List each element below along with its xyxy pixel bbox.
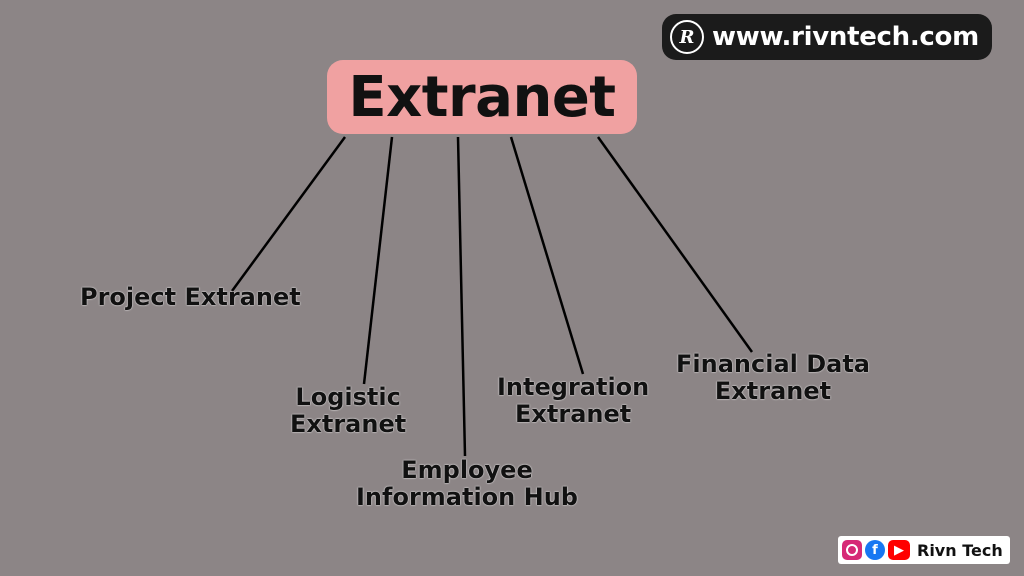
- channel-name: Rivn Tech: [917, 540, 1003, 560]
- social-badge: f ▶ Rivn Tech: [838, 536, 1010, 564]
- website-url: www.rivntech.com: [712, 22, 979, 52]
- website-badge: R www.rivntech.com: [662, 14, 992, 60]
- node-label: Information Hub: [356, 483, 578, 511]
- root-node-title: Extranet: [327, 60, 637, 134]
- node-label: Extranet: [714, 377, 832, 405]
- node-label: Financial Data: [676, 350, 871, 378]
- facebook-icon: f: [865, 540, 885, 560]
- node-label: Project Extranet: [80, 283, 301, 311]
- node-label: Employee: [401, 456, 533, 484]
- instagram-icon: [842, 540, 862, 560]
- node-employee-information-hub: Employee Information Hub: [356, 457, 578, 511]
- rivntech-logo-icon: R: [670, 20, 704, 54]
- node-label: Extranet: [515, 400, 632, 428]
- node-financial-data-extranet: Financial Data Extranet: [676, 351, 870, 405]
- node-integration-extranet: Integration Extranet: [497, 374, 649, 428]
- connector-integration: [509, 136, 585, 375]
- node-label: Integration: [497, 373, 650, 401]
- connector-employee: [456, 136, 467, 457]
- node-project-extranet: Project Extranet: [80, 284, 301, 311]
- connector-project: [230, 136, 347, 292]
- node-label: Extranet: [290, 410, 407, 438]
- youtube-icon: ▶: [888, 540, 910, 560]
- connector-financial: [596, 136, 754, 353]
- connector-logistic: [362, 136, 394, 385]
- node-logistic-extranet: Logistic Extranet: [290, 384, 406, 438]
- node-label: Logistic: [295, 383, 401, 411]
